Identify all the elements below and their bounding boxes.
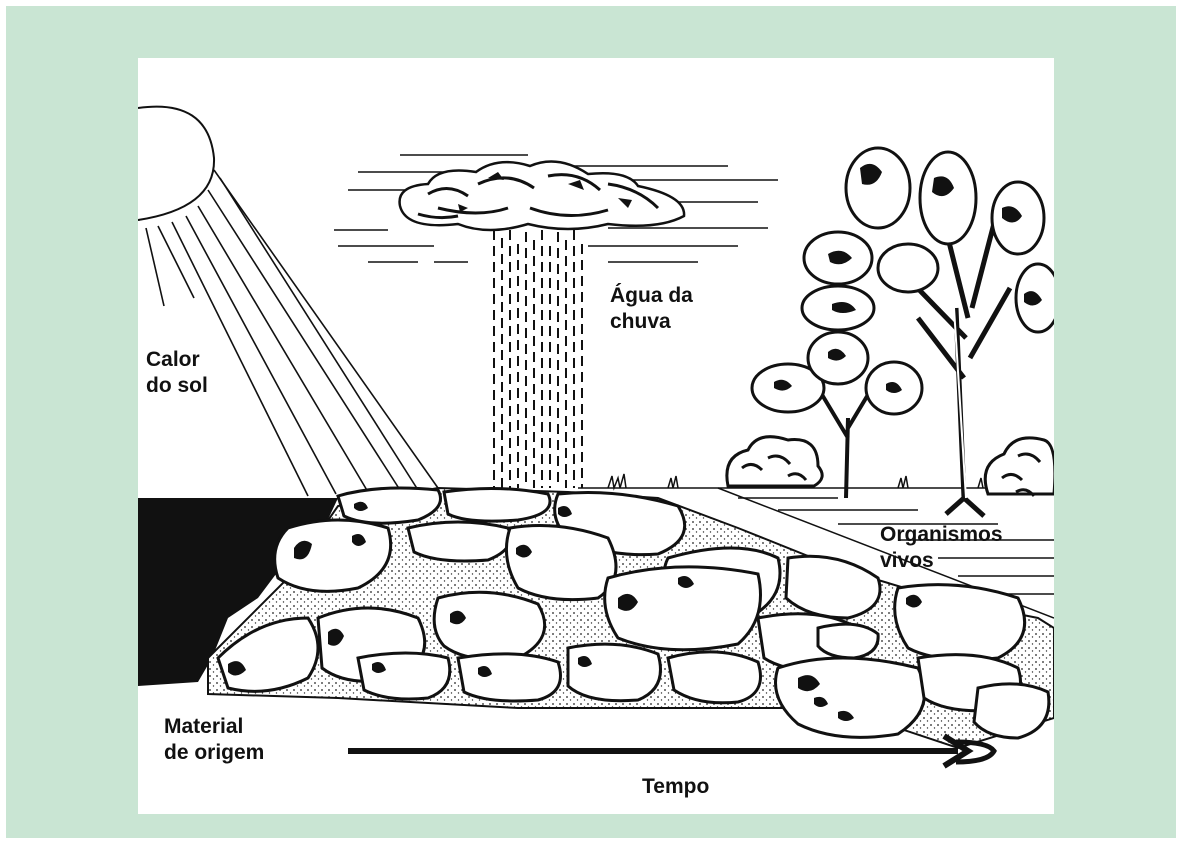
rain-streaks <box>494 230 582 488</box>
soil-formation-illustration <box>138 58 1054 814</box>
time-arrow <box>348 736 994 766</box>
label-parent-material: Material de origem <box>164 714 264 766</box>
label-time-text: Tempo <box>642 774 709 800</box>
label-living-organisms-line2: vivos <box>880 548 1003 574</box>
diagram-panel: Calor do sol Água da chuva Organismos vi… <box>138 58 1054 814</box>
diagram-frame: Calor do sol Água da chuva Organismos vi… <box>6 6 1176 838</box>
label-parent-material-line1: Material <box>164 714 264 740</box>
bush-icon <box>727 437 1054 496</box>
sun-rays <box>146 170 438 496</box>
label-living-organisms-line1: Organismos <box>880 522 1003 548</box>
label-living-organisms: Organismos vivos <box>880 522 1003 574</box>
label-rain-water-line2: chuva <box>610 309 693 335</box>
label-sun-heat-line1: Calor <box>146 347 208 373</box>
label-rain-water-line1: Água da <box>610 283 693 309</box>
label-sun-heat-line2: do sol <box>146 373 208 399</box>
sun-icon <box>138 107 214 220</box>
cloud-icon <box>400 162 685 231</box>
label-rain-water: Água da chuva <box>610 283 693 335</box>
label-sun-heat: Calor do sol <box>146 347 208 399</box>
label-parent-material-line2: de origem <box>164 740 264 766</box>
label-time: Tempo <box>642 774 709 800</box>
